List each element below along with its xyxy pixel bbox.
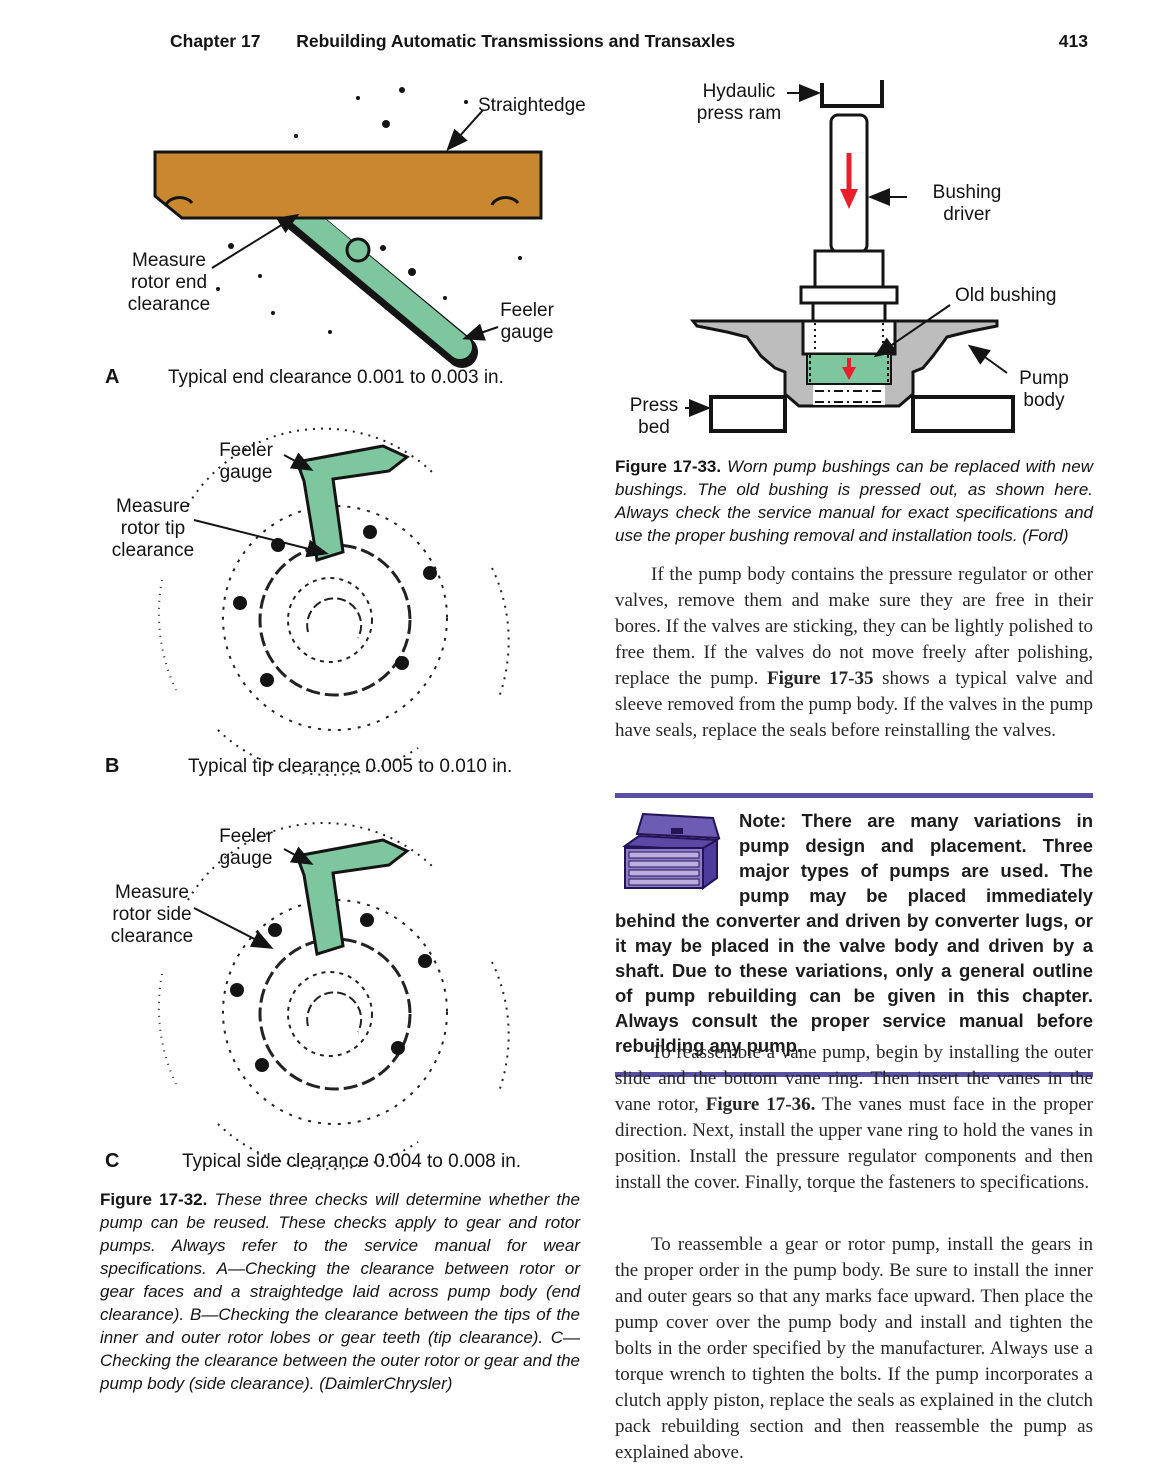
panel-caption-b: Typical tip clearance 0.005 to 0.010 in.: [188, 756, 513, 777]
figure-17-33-caption-text: Worn pump bushings can be replaced with …: [615, 457, 1093, 545]
pump-sketch: [157, 427, 510, 776]
figure-17-33-caption-label: Figure 17-33.: [615, 457, 722, 476]
page-header: Chapter 17 Rebuilding Automatic Transmis…: [170, 31, 735, 52]
pump-sketch: [157, 822, 510, 1170]
pump-body-label: Pump body: [1019, 368, 1069, 411]
press-bed-label: Press bed: [629, 395, 679, 438]
measure-arrow: [211, 213, 300, 269]
panel-letter-c: C: [105, 1150, 120, 1172]
press-ram: [820, 80, 884, 108]
feeler-gauge-shape: [294, 838, 410, 956]
panel-caption-a: Typical end clearance 0.001 to 0.003 in.: [168, 367, 504, 388]
toolbox-side: [702, 838, 718, 890]
red-arrow-bushing-head: [842, 367, 856, 380]
panel-letter-a: A: [105, 366, 120, 388]
straightedge-arc-left: [164, 196, 194, 206]
figure-17-32-panel-b: Feeler gauge Measure rotor tip clearance…: [100, 400, 580, 788]
feeler-arrow: [462, 323, 499, 341]
press-bed-right: [911, 395, 1015, 433]
toolbox-lid: [635, 812, 721, 840]
feeler-arrow: [283, 846, 314, 865]
measure-rotor-side-clearance-label: Measure rotor side clearance: [110, 882, 194, 947]
driver-pilot: [811, 301, 887, 323]
figure-17-33-caption: Figure 17-33. Worn pump bushings can be …: [615, 455, 1093, 547]
figure-17-32-panel-a: Straightedge Measure rotor end clearance…: [100, 80, 586, 398]
old-bushing-label: Old bushing: [955, 285, 1057, 306]
rotor-tip-check-drawing: [157, 427, 510, 776]
straightedge-arrow: [446, 109, 484, 151]
feeler-arrow: [283, 452, 314, 471]
figure-17-32-caption: Figure 17-32. These three checks will de…: [100, 1188, 580, 1395]
straightedge-bar: [153, 150, 543, 220]
note-text: Note: There are many variations in pump …: [615, 810, 1093, 1056]
rotor-side-check-drawing: [157, 822, 510, 1170]
pump-body-arrow: [967, 344, 1008, 374]
pump-bore: [801, 319, 897, 356]
straightedge-check-drawing: [153, 87, 543, 368]
p1-text: If the pump body contains the pressure r…: [615, 564, 1093, 689]
measure-rotor-tip-clearance-label: Measure rotor tip clearance: [111, 496, 195, 561]
old-bushing-arrow: [873, 304, 951, 358]
feeler-gauge-blade: [266, 183, 472, 359]
feeler-gauge-shape: [294, 444, 410, 562]
figure-17-32-panel-c: Feeler gauge Measure rotor side clearanc…: [100, 790, 580, 1182]
measure-arrow: [193, 519, 329, 558]
panel-caption-c: Typical side clearance 0.004 to 0.008 in…: [182, 1151, 522, 1172]
feeler-gauge-label: Feeler gauge: [219, 440, 273, 483]
p2-text-after: The vanes must face in the proper direct…: [615, 1094, 1093, 1193]
toolbox-icon: [622, 812, 721, 890]
page-number: 413: [1058, 31, 1088, 51]
toolbox-latch: [671, 828, 683, 834]
toolbox-drawers: [628, 851, 700, 886]
measure-rotor-end-clearance-label: Measure rotor end clearance: [127, 250, 211, 315]
bolt-holes: [230, 913, 432, 1072]
driver-step: [813, 249, 885, 289]
driver-flange: [799, 285, 899, 305]
straightedge-label: Straightedge: [478, 95, 586, 116]
bolt-holes: [233, 525, 437, 687]
feeler-gauge-label: Feeler gauge: [219, 826, 273, 869]
figure-17-32-caption-label: Figure 17-32.: [100, 1190, 208, 1209]
p2-text: To reassemble a vane pump, begin by inst…: [615, 1042, 1093, 1115]
panel-letter-b: B: [105, 755, 120, 777]
speckles: [216, 87, 522, 334]
bushing-press-drawing: [685, 80, 1015, 433]
figure-17-32-caption-text: These three checks will determine whethe…: [100, 1190, 580, 1393]
chapter-title: Rebuilding Automatic Transmissions and T…: [296, 31, 736, 51]
gauge-pivot: [345, 237, 371, 263]
figure-17-36-reference: Figure 17-36.: [705, 1094, 816, 1115]
feeler-gauge-label: Feeler gauge: [500, 300, 554, 343]
figure-17-35-reference: Figure 17-35: [767, 668, 874, 689]
straightedge-arc-right: [490, 196, 520, 206]
body-paragraph-2: To reassemble a vane pump, begin by inst…: [615, 1040, 1093, 1196]
chapter-label: Chapter 17: [170, 31, 261, 51]
p1-text-after: shows a typical valve and sleeve removed…: [615, 668, 1093, 741]
press-bed-left: [709, 395, 787, 433]
figure-17-33-panel: Hydaulic press ram Bushing driver Old bu…: [615, 75, 1095, 447]
body-paragraph-1: If the pump body contains the pressure r…: [615, 562, 1093, 744]
body-paragraph-3: To reassemble a gear or rotor pump, inst…: [615, 1234, 1093, 1463]
hydraulic-press-ram-label: Hydaulic press ram: [696, 81, 782, 124]
measure-arrow: [193, 907, 274, 949]
bushing-driver-label: Bushing driver: [932, 182, 1002, 225]
red-arrow-driver-head: [840, 189, 858, 209]
note-box: Note: There are many variations in pump …: [615, 793, 1093, 1077]
